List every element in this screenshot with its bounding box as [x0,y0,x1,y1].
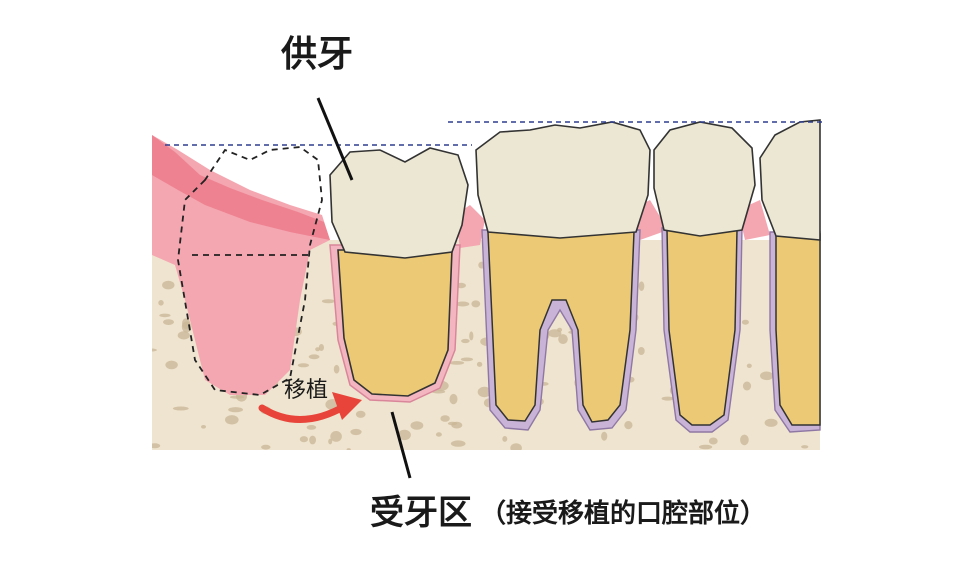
bone-pore [471,300,481,308]
donor-socket-outline [177,146,323,396]
bone-pore [321,299,335,304]
neighbor-molar-1 [475,121,651,431]
bone-pore [638,281,645,292]
bone-pore [350,428,362,436]
bone-pore [355,410,366,418]
transplanted-crown [329,147,469,259]
bone-pore [165,360,178,370]
bone-pore [162,280,175,290]
bone-pore [624,421,633,430]
bone-pore [346,448,351,450]
molar-2-root [775,233,821,426]
premolar-crown [653,121,756,237]
bone-pore [163,319,174,325]
bone-pore [410,421,424,430]
bone-pore [764,418,778,427]
bone-pore [699,444,713,450]
transplanted-tooth [329,147,469,403]
bone-pore [182,318,191,329]
bone-pore [328,438,333,445]
bone-pore [476,361,483,367]
bone-pore [801,445,809,449]
recipient-leader-line [390,411,412,479]
bone-pore [469,331,474,341]
bone-pore [318,344,324,351]
bone-pore [740,434,749,446]
premolar-root [666,229,738,426]
bone-pore [742,381,752,391]
bone-pore [315,347,320,352]
bone-pore [557,327,563,332]
bone-pore [746,363,752,368]
bone-pore [461,338,470,344]
bone-pore [158,300,164,306]
bone-pore [261,444,271,450]
molar-1-crown [475,121,651,239]
bone-pore [333,364,340,374]
bone-pore [449,393,458,405]
bone-pore [510,443,522,450]
bone-pore [152,348,157,352]
molar-2-crown [759,119,821,241]
molar-1-root [487,231,635,423]
bone-pore [177,331,190,340]
bone-pore [558,334,568,345]
bone-pore [309,435,316,445]
bone-pore [455,301,470,307]
neighbor-molar-2 [759,119,821,433]
bone-pore [308,354,320,360]
bone-pore [637,347,645,355]
curved-arrow-icon [258,392,362,423]
bone-pore [708,437,718,445]
recipient-site-label: 受牙区 [370,493,472,533]
bone-pore [201,425,206,429]
bone-pore [440,415,450,422]
bone-pore [152,443,161,449]
bone-pore [306,425,317,430]
bone-pore [330,431,342,442]
bone-pore [460,357,473,362]
bone-pore [297,363,310,368]
transplanted-root [337,249,453,397]
bone-pore [760,371,774,381]
neighbor-premolar [653,121,756,433]
bone-pore [449,361,465,365]
donor-leader-line [316,97,354,181]
donor-tooth-label: 供牙 [281,34,353,75]
bone-pore [601,431,608,441]
bone-pore [661,396,674,401]
recipient-note-label: （接受移植的口腔部位） [480,498,766,529]
bone-pore [228,407,244,413]
bone-pore [159,313,171,318]
bone-pore [741,319,749,325]
bone-pore [172,406,189,411]
bone-pore [225,415,239,425]
bone-pore [397,429,411,441]
bone-pore [299,436,308,443]
gum-surface-left [152,135,330,240]
bone-pore [435,432,442,437]
bone-pore [477,386,492,398]
transplant-label: 移植 [284,378,328,403]
bone-pore [447,421,458,426]
bone-pore [450,440,466,447]
bone-pore [502,436,508,442]
